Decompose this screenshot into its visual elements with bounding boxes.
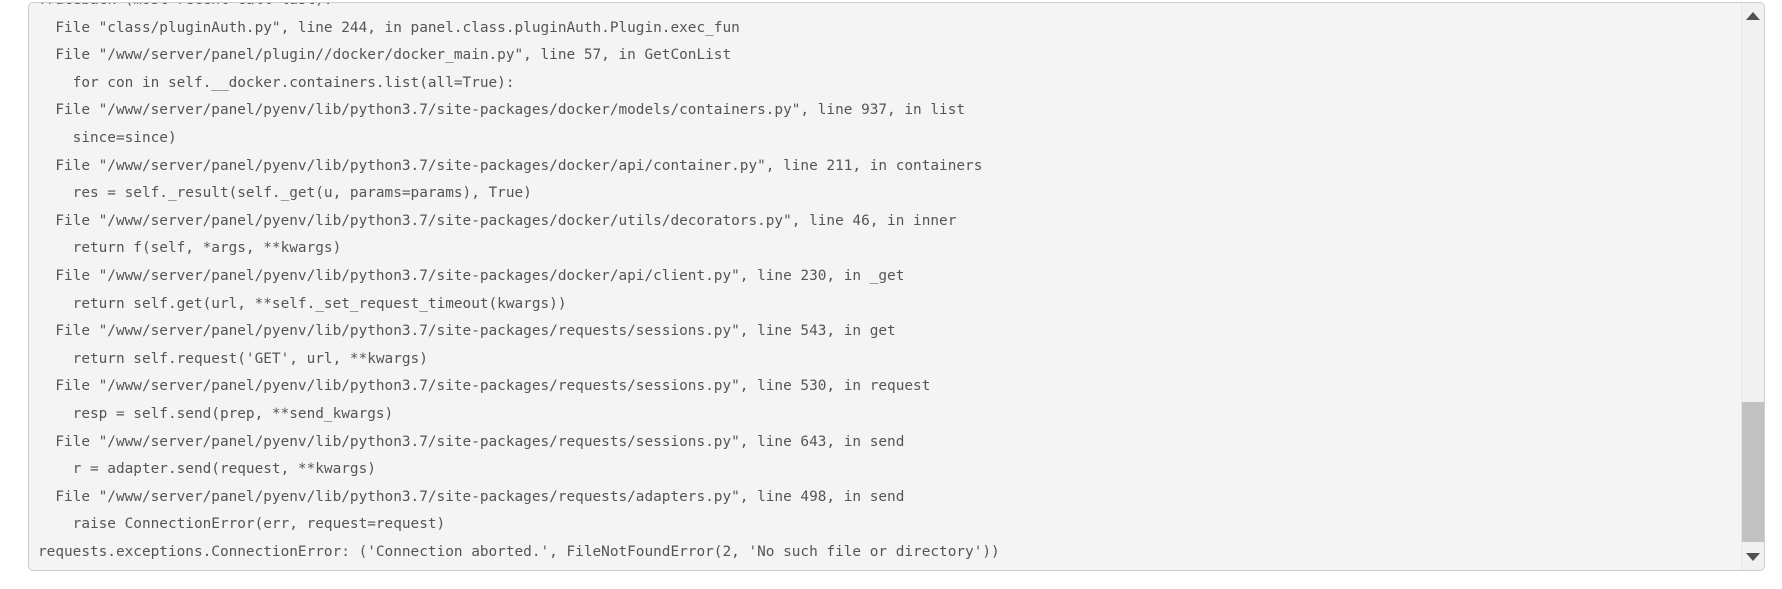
triangle-down-icon	[1746, 553, 1760, 561]
scrollbar-track[interactable]	[1742, 29, 1764, 544]
traceback-line: Traceback (most recent call last):	[38, 3, 1738, 15]
scroll-down-button[interactable]	[1742, 544, 1764, 570]
scrollbar-thumb[interactable]	[1742, 402, 1764, 542]
traceback-line: since=since)	[38, 129, 177, 146]
traceback-line: requests.exceptions.ConnectionError: ('C…	[38, 543, 1000, 560]
traceback-line: File "/www/server/panel/plugin//docker/d…	[38, 47, 732, 64]
traceback-line: raise ConnectionError(err, request=reque…	[38, 516, 446, 533]
traceback-line: return self.get(url, **self._set_request…	[38, 295, 567, 312]
traceback-line: File "/www/server/panel/pyenv/lib/python…	[38, 378, 931, 395]
traceback-line: resp = self.send(prep, **send_kwargs)	[38, 405, 394, 422]
traceback-line: File "/www/server/panel/pyenv/lib/python…	[38, 433, 905, 450]
traceback-line: res = self._result(self._get(u, params=p…	[38, 185, 532, 202]
traceback-line: File "/www/server/panel/pyenv/lib/python…	[38, 102, 966, 119]
traceback-line: File "/www/server/panel/pyenv/lib/python…	[38, 267, 905, 284]
traceback-line: File "/www/server/panel/pyenv/lib/python…	[38, 157, 983, 174]
traceback-line: for con in self.__docker.containers.list…	[38, 74, 515, 91]
traceback-line: return self.request('GET', url, **kwargs…	[38, 350, 428, 367]
traceback-line: File "/www/server/panel/pyenv/lib/python…	[38, 323, 896, 340]
traceback-line: File "class/pluginAuth.py", line 244, in…	[38, 19, 740, 36]
traceback-line: return f(self, *args, **kwargs)	[38, 240, 342, 257]
vertical-scrollbar[interactable]	[1741, 3, 1764, 570]
traceback-output-panel[interactable]: Traceback (most recent call last): File …	[28, 2, 1765, 571]
scroll-up-button[interactable]	[1742, 3, 1764, 29]
traceback-text: Traceback (most recent call last): File …	[38, 3, 1738, 566]
triangle-up-icon	[1746, 12, 1760, 20]
traceback-line: r = adapter.send(request, **kwargs)	[38, 461, 376, 478]
traceback-line: File "/www/server/panel/pyenv/lib/python…	[38, 488, 905, 505]
traceback-line: File "/www/server/panel/pyenv/lib/python…	[38, 212, 957, 229]
